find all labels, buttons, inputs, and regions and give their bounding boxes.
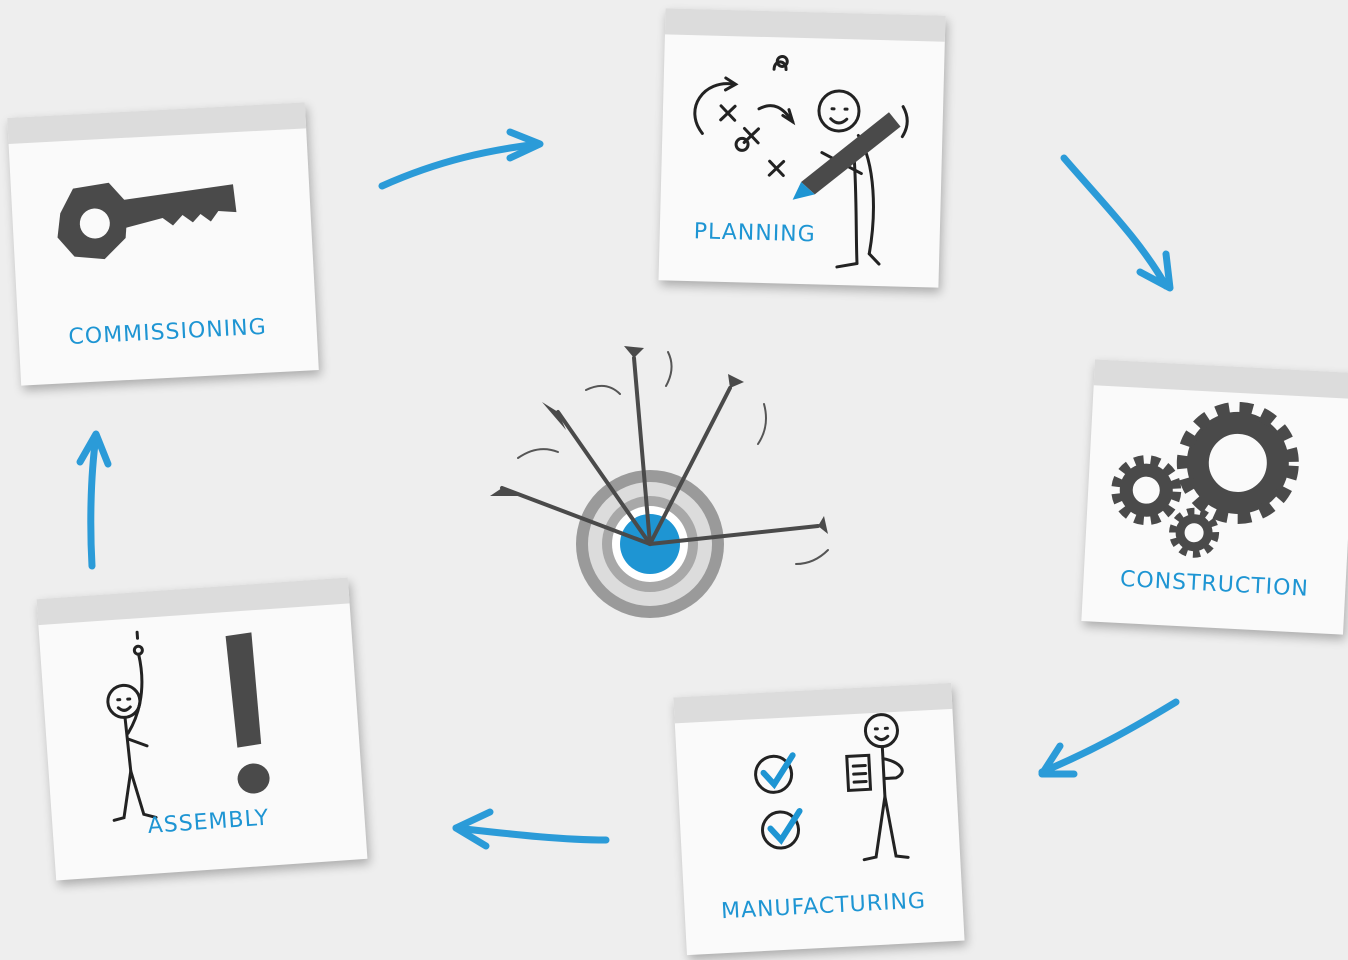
- gears-icon: [1111, 401, 1299, 558]
- target-icon: [490, 346, 829, 618]
- arrowhead: [1038, 742, 1078, 778]
- arrowhead: [452, 808, 494, 850]
- arrow-planning-to-construction: [1060, 154, 1170, 290]
- commissioning-card: COMMISSIONING: [7, 102, 319, 386]
- manufacturing-card: MANUFACTURING: [673, 682, 965, 956]
- construction-card: CONSTRUCTION: [1081, 359, 1348, 635]
- arrowhead: [1136, 250, 1174, 292]
- key-icon: [57, 182, 237, 260]
- arrow-manufacturing-to-assembly: [452, 824, 610, 844]
- arrow-assembly-to-commissioning: [87, 432, 100, 570]
- checklist-stickman-icon: [754, 713, 910, 862]
- idea-stickman-icon: [106, 630, 270, 822]
- arrowhead: [506, 128, 544, 162]
- arrowhead: [76, 430, 112, 468]
- assembly-card: ASSEMBLY: [36, 577, 368, 881]
- planning-card: PLANNING: [658, 8, 946, 288]
- planning-stickman-icon: [693, 54, 909, 269]
- arrow-commissioning-to-planning: [378, 140, 542, 190]
- arrow-construction-to-manufacturing: [1038, 698, 1180, 776]
